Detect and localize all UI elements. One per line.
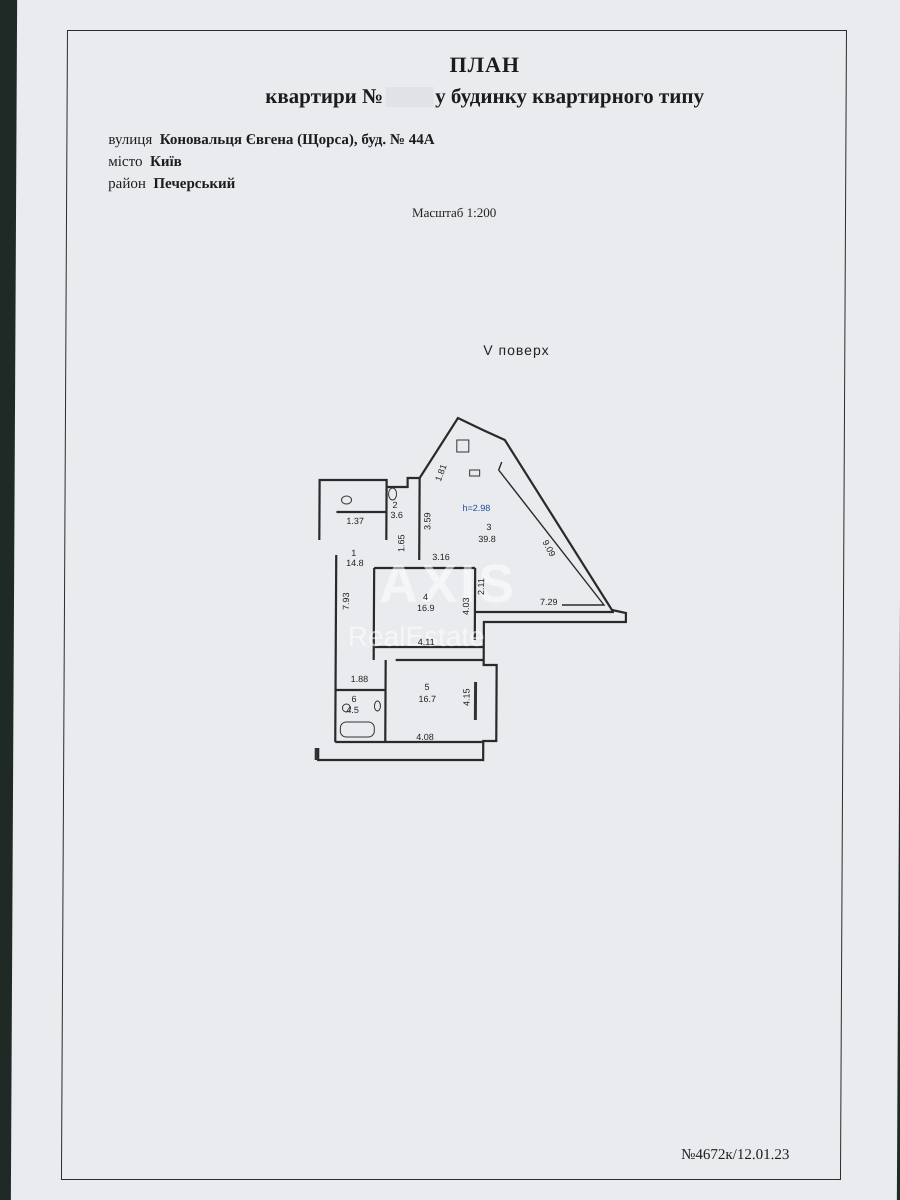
dim-4-03: 4.03: [461, 597, 471, 615]
dim-4-08: 4.08: [416, 732, 434, 742]
stove-icon: [456, 439, 470, 453]
document-number: №4672к/12.01.23: [681, 1147, 790, 1163]
watermark-subtext: RealEstate: [348, 621, 485, 652]
wall-corridor: [334, 555, 338, 742]
diagonal-wall: [497, 461, 606, 606]
dim-4-15: 4.15: [461, 688, 471, 706]
washbasin-2-icon: [373, 700, 381, 712]
room-5-area: 16.7: [418, 694, 436, 704]
dim-1-37: 1.37: [346, 516, 364, 526]
washbasin-icon: [341, 495, 353, 505]
dim-3-16: 3.16: [432, 552, 450, 562]
ceiling-height: h=2.98: [462, 503, 490, 513]
toilet-icon: [388, 487, 398, 501]
dim-1-88: 1.88: [351, 674, 369, 684]
room-4-area: 16.9: [417, 603, 435, 613]
room-6-number: 6: [351, 694, 356, 704]
outer-wall: [317, 416, 628, 762]
room-3-area: 39.8: [478, 534, 496, 544]
dim-3-59: 3.59: [422, 512, 432, 530]
shower-icon: [341, 703, 351, 713]
room-5-number: 5: [425, 682, 430, 692]
bathtub-icon: [339, 721, 375, 738]
dim-7-93: 7.93: [341, 592, 351, 610]
watermark-logo: AXIS: [379, 554, 517, 614]
floor-plan-drawing: AXIS RealEstate h=2.98 3 39.8 1 14.8 2 3…: [314, 416, 628, 762]
dim-1-65: 1.65: [396, 534, 406, 552]
dim-2-11: 2.11: [476, 578, 486, 595]
room-6-area: 4.5: [346, 705, 359, 715]
dim-1-81: 1.81: [433, 463, 448, 483]
room-2-number: 2: [392, 500, 397, 510]
dim-4-11: 4.11: [418, 637, 435, 647]
room-3-number: 3: [486, 522, 491, 532]
room-2-area: 3.6: [390, 510, 403, 520]
dim-7-29: 7.29: [540, 597, 558, 607]
room-1-area: 14.8: [346, 558, 364, 568]
room-4-number: 4: [423, 592, 428, 602]
room-1-number: 1: [351, 548, 356, 558]
sink-icon: [469, 469, 481, 477]
